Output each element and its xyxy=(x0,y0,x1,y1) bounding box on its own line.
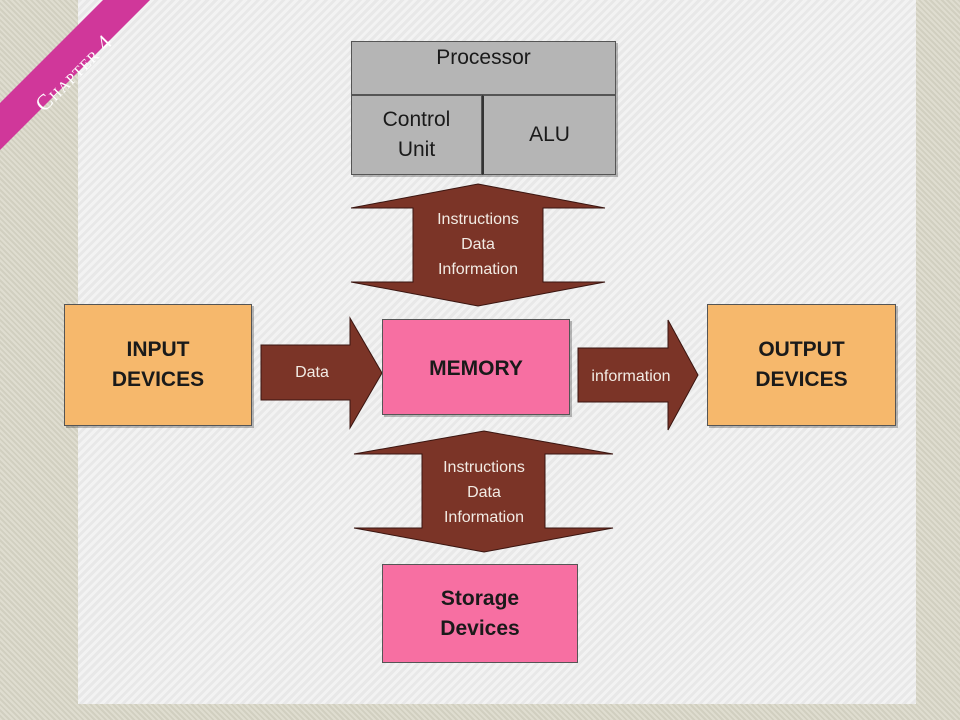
bottom-arrow-label: Instructions Data Information xyxy=(411,455,557,530)
input-memory-arrow xyxy=(260,316,383,430)
bottom-arrow-line-3: Information xyxy=(443,509,525,526)
memory-label: MEMORY xyxy=(429,357,523,380)
top-arrow-line-3: Information xyxy=(437,261,519,278)
storage-devices-box: Storage Devices xyxy=(382,564,578,663)
control-unit-line-2: Unit xyxy=(397,138,436,161)
processor-header: Processor xyxy=(351,41,616,95)
input-devices-box: INPUT DEVICES xyxy=(64,304,252,426)
alu-label: ALU xyxy=(529,123,570,146)
output-line-1: OUTPUT xyxy=(758,338,845,361)
storage-line-1: Storage xyxy=(440,586,520,610)
control-unit-line-1: Control xyxy=(382,108,451,131)
processor-title: Processor xyxy=(436,46,531,69)
chapter-ribbon xyxy=(0,0,150,150)
right-arrow-label: information xyxy=(591,368,671,385)
bottom-arrow-line-1: Instructions xyxy=(443,459,525,476)
processor-memory-double-arrow xyxy=(350,183,606,307)
left-arrow-label: Data xyxy=(295,364,329,381)
memory-storage-double-arrow xyxy=(353,430,614,553)
input-line-2: DEVICES xyxy=(111,368,205,391)
top-arrow-line-2: Data xyxy=(461,236,495,253)
memory-box: MEMORY xyxy=(382,319,570,415)
alu-box: ALU xyxy=(482,95,616,175)
memory-output-arrow xyxy=(577,319,699,431)
top-arrow-line-1: Instructions xyxy=(437,211,519,228)
input-line-1: INPUT xyxy=(126,338,190,361)
output-line-2: DEVICES xyxy=(755,368,848,391)
bottom-arrow-line-2: Data xyxy=(467,484,501,501)
storage-line-2: Devices xyxy=(440,616,520,640)
top-arrow-label: Instructions Data Information xyxy=(405,207,551,282)
output-devices-box: OUTPUT DEVICES xyxy=(707,304,896,426)
control-unit-box: Control Unit xyxy=(351,95,482,175)
